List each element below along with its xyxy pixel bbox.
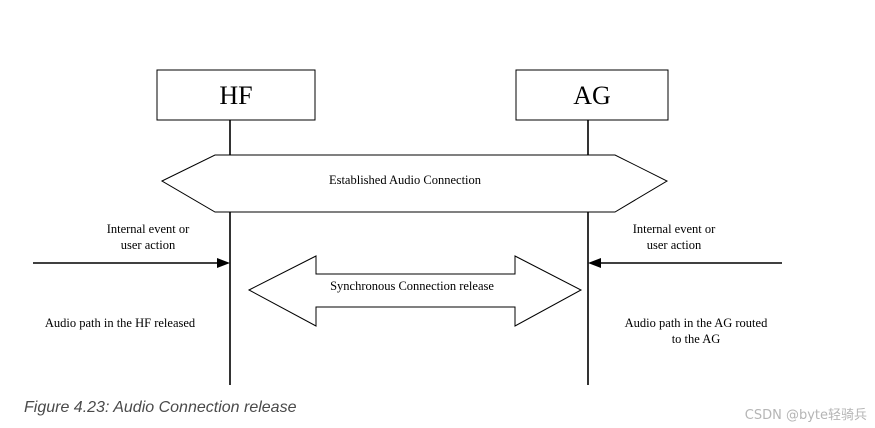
established-connection-label: Established Audio Connection [329, 173, 482, 187]
figure-caption: Figure 4.23: Audio Connection release [24, 399, 297, 416]
hf-box [156, 69, 316, 121]
hf-entity: HF [156, 69, 316, 121]
ag-box [515, 69, 669, 121]
hf-label: HF [219, 81, 252, 110]
left-result-label: Audio path in the HF released [45, 316, 196, 330]
established-connection-arrow [160, 154, 669, 213]
left-trigger-arrowhead [217, 258, 230, 268]
ag-entity: AG [515, 69, 669, 121]
ag-label: AG [573, 81, 611, 110]
right-result-label-line2: to the AG [672, 332, 721, 346]
sync-release-arrow [247, 255, 583, 327]
right-trigger-label-line1: Internal event or [633, 222, 716, 236]
right-trigger-label-line2: user action [647, 238, 702, 252]
left-trigger-label-line2: user action [121, 238, 176, 252]
right-trigger-arrowhead [588, 258, 601, 268]
watermark: CSDN @byte轻骑兵 [744, 408, 867, 423]
left-trigger-label-line1: Internal event or [107, 222, 190, 236]
sync-release-label: Synchronous Connection release [330, 279, 494, 293]
right-result-label-line1: Audio path in the AG routed [625, 316, 768, 330]
